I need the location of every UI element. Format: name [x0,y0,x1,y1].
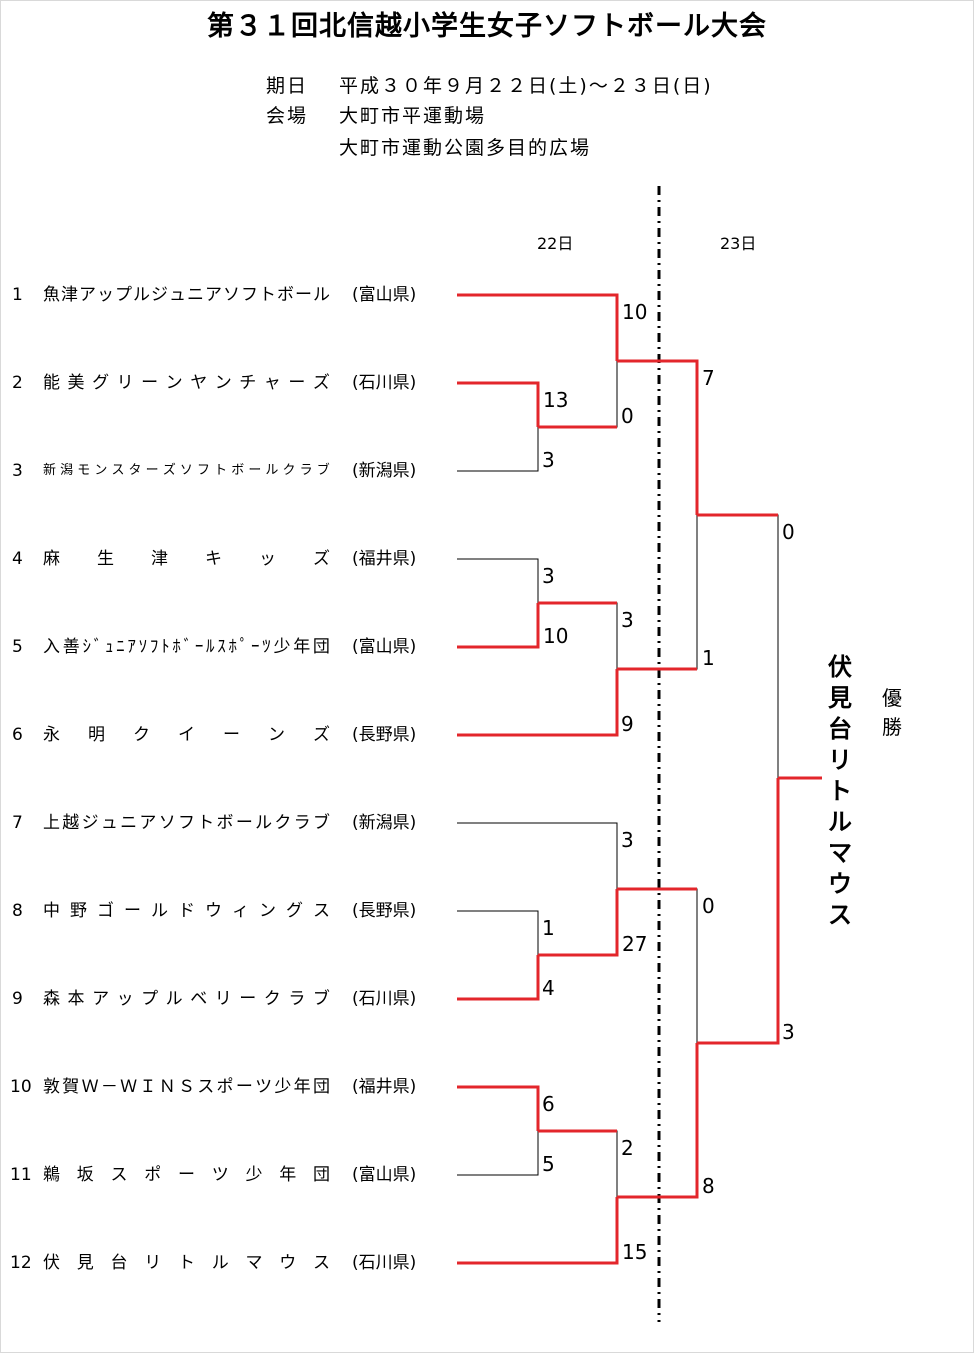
team-name: 中野ゴールドウィングス [43,901,330,921]
team-number: 11 [10,1165,32,1185]
day2-label: 23日 [720,234,757,253]
bracket-line-team11 [457,1131,539,1176]
team-number: 8 [12,901,23,921]
team-number: 1 [12,285,23,305]
team-number: 10 [10,1077,32,1097]
team-prefecture: (新潟県) [352,461,417,481]
bracket-line-qf1-winner [617,359,699,515]
team-name: 森本アップルベリークラブ [43,989,330,1009]
team-name: 上越ジュニアソフトボールクラブ [43,813,330,833]
score: 27 [622,932,648,956]
score: 1 [542,916,555,940]
team-name: 永明クイーンズ [43,725,330,745]
bracket-line-qf4-winner [617,1043,699,1199]
team-name: 能美グリーンヤンチャーズ [43,373,330,393]
score: 3 [621,608,634,632]
date-value: 平成３０年９月２２日(土)～２３日(日) [339,75,713,97]
team-prefecture: (富山県) [352,1165,417,1185]
team-number: 7 [12,813,23,833]
team-prefecture: (富山県) [352,637,417,657]
score: 0 [702,894,715,918]
team-number: 3 [12,461,23,481]
score: 3 [542,448,555,472]
winner-name: 伏見台リトルマウス [828,653,852,929]
score: 2 [621,1136,634,1160]
team-prefecture: (長野県) [352,725,417,745]
score: 15 [622,1240,648,1264]
team-name: 鵜坂スポーツ少年団 [43,1165,330,1185]
bracket-line-sf2-winner [697,778,780,1045]
team-prefecture: (石川県) [352,373,417,393]
team-number: 6 [12,725,23,745]
team-prefecture: (石川県) [352,989,417,1009]
team-name: 伏見台リトルマウス [43,1253,330,1273]
venue-label: 会場 [266,105,309,127]
bracket-line-team12 [457,1197,619,1265]
date-label: 期日 [266,75,309,97]
score: 13 [543,388,569,412]
bracket-line-sf2-loser [617,888,698,1043]
team-name: 入善ｼﾞｭﾆｱｿﾌﾄﾎﾞｰﾙｽﾎﾟｰﾂ少年団 [43,637,330,657]
score: 10 [622,300,648,324]
team-prefecture: (富山県) [352,285,417,305]
bracket-line-sf1-loser [617,515,698,670]
score: 3 [542,564,555,588]
bracket-line-team7 [457,822,618,889]
score: 8 [702,1174,715,1198]
score: 0 [621,404,634,428]
team-name: 魚津アップルジュニアソフトボール [43,285,330,305]
team-prefecture: (長野県) [352,901,417,921]
team-number: 5 [12,637,23,657]
bracket-line-team8 [457,910,539,955]
page-title: 第３１回北信越小学生女子ソフトボール大会 [207,11,767,42]
score: 0 [782,520,795,544]
venue-2: 大町市運動公園多目的広場 [339,137,592,159]
bracket-line-team4 [457,558,539,603]
bracket-line-team6 [457,669,619,737]
score: 9 [621,712,634,736]
champion-label: 優勝 [882,686,902,739]
bracket-line-team10 [457,1085,540,1131]
score: 3 [782,1020,795,1044]
day1-label: 22日 [537,234,574,253]
team-number: 12 [10,1253,32,1273]
team-number: 2 [12,373,23,393]
bracket-line-team3 [457,427,539,472]
team-prefecture: (福井県) [352,1077,417,1097]
score: 10 [543,624,569,648]
venue-1: 大町市平運動場 [339,105,487,127]
team-number: 9 [12,989,23,1009]
team-prefecture: (石川県) [352,1253,417,1273]
team-name: 麻生津キッズ [43,549,330,569]
team-prefecture: (福井県) [352,549,417,569]
bracket-line-team1 [457,293,619,361]
bracket-line-team2 [457,381,540,427]
team-name: 新潟モンスターズソフトボールクラブ [43,463,330,478]
score: 3 [621,828,634,852]
score: 5 [542,1152,555,1176]
score: 4 [542,976,555,1000]
team-number: 4 [12,549,23,569]
score: 7 [702,366,715,390]
score: 6 [542,1092,555,1116]
bracket-line-team5 [457,603,540,649]
score: 1 [702,646,715,670]
bracket-line-r1c-winner [538,889,619,957]
bracket-line-team9 [457,955,540,1001]
team-prefecture: (新潟県) [352,813,417,833]
